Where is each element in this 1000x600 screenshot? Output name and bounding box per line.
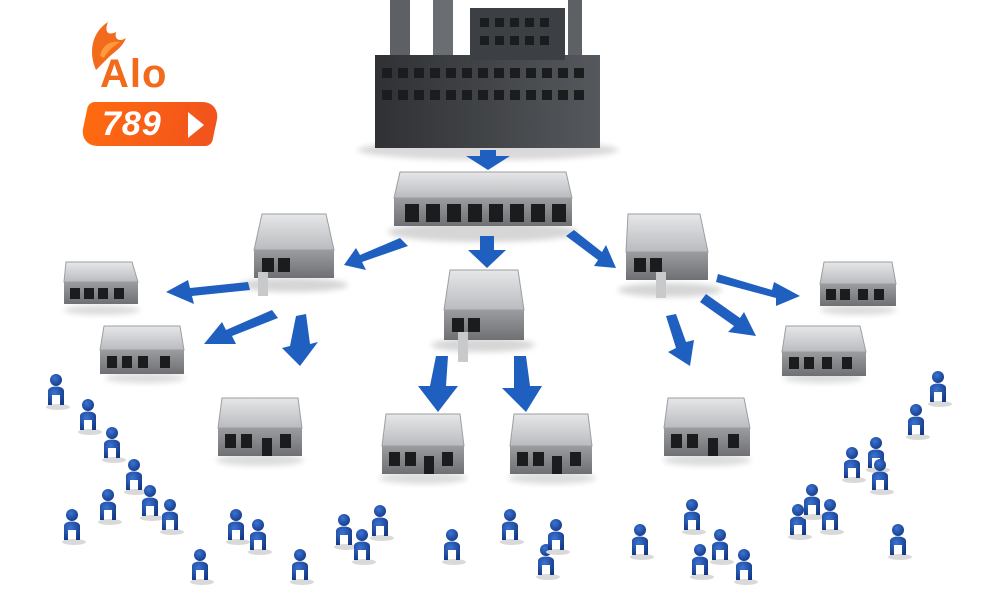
person-icon — [370, 505, 394, 541]
person-icon — [928, 371, 952, 407]
person-icon — [248, 519, 272, 555]
warehouse-left — [238, 213, 348, 296]
person-icon — [78, 399, 102, 435]
person-icon — [190, 549, 214, 585]
warehouse-center — [431, 269, 535, 362]
logo-number: 789 — [102, 105, 162, 143]
store — [781, 325, 867, 383]
person-icon — [906, 404, 930, 440]
arrows-from-warehouses — [166, 274, 800, 412]
arrow-factory-to-dc — [466, 150, 510, 170]
person-icon — [500, 509, 524, 545]
person-icon — [160, 499, 184, 535]
person-icon — [870, 459, 894, 495]
person-icon — [46, 374, 70, 410]
factory-windows — [382, 18, 584, 100]
person-icon — [334, 514, 358, 550]
store — [216, 397, 304, 466]
person-icon — [710, 529, 734, 565]
person-icon — [352, 529, 376, 565]
person-icon — [546, 519, 570, 555]
person-icon — [98, 489, 122, 525]
person-icon — [102, 427, 126, 463]
person-icon — [630, 524, 654, 560]
logo-word: Alo — [100, 52, 168, 96]
customers — [46, 371, 952, 585]
person-icon — [62, 509, 86, 545]
person-icon — [124, 459, 148, 495]
person-icon — [734, 549, 758, 585]
store — [379, 413, 467, 484]
person-icon — [442, 529, 466, 565]
person-icon — [140, 485, 164, 521]
warehouse-right — [618, 213, 722, 298]
play-icon — [188, 112, 204, 138]
person-icon — [802, 484, 826, 520]
logo-block: Alo 789 — [78, 12, 228, 152]
person-icon — [842, 447, 866, 483]
person-icon — [682, 499, 706, 535]
person-icon — [820, 499, 844, 535]
store — [663, 397, 751, 466]
store — [99, 325, 185, 383]
person-icon — [788, 504, 812, 540]
store — [63, 261, 140, 315]
store — [819, 261, 897, 315]
brand-logo — [92, 22, 126, 70]
person-icon — [888, 524, 912, 560]
person-icon — [690, 544, 714, 580]
factory — [358, 0, 618, 160]
person-icon — [226, 509, 250, 545]
person-icon — [290, 549, 314, 585]
distribution-center — [388, 171, 578, 242]
arrows-from-dc — [344, 230, 616, 270]
store — [508, 413, 596, 484]
